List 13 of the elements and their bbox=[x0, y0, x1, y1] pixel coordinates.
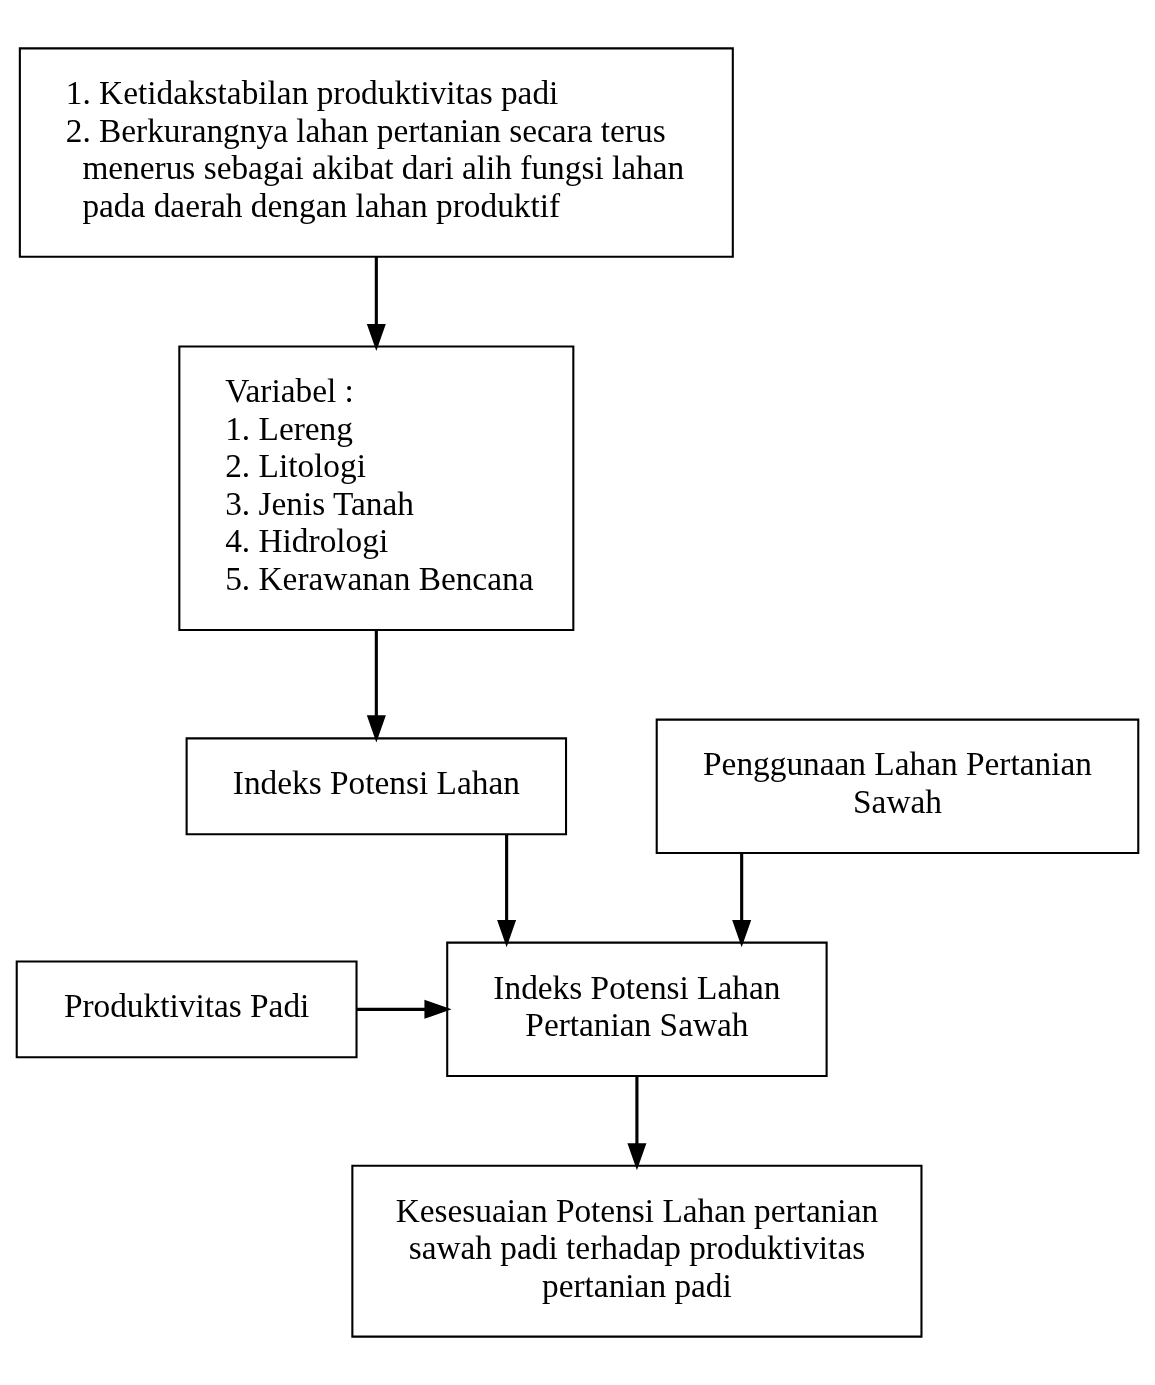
node-box: Kesesuaian Potensi Lahan pertanian sawah padi terhadap produktivitas pertanian padi bbox=[351, 1164, 923, 1338]
node-box: Produktivitas Padi bbox=[15, 960, 358, 1059]
arrow bbox=[366, 630, 386, 743]
arrow bbox=[356, 999, 452, 1019]
arrow bbox=[497, 834, 517, 948]
node-box: Indeks Potensi Lahan Pertanian Sawah bbox=[446, 941, 828, 1078]
node-box: 1. Ketidakstabilan produktivitas padi 2. Berkurangnya lahan pertanian secara terus menerus sebagai akibat dari alih fungsi lahan pada daerah dengan lahan produktif bbox=[18, 47, 734, 258]
node-box: Penggunaan Lahan Pertanian Sawah bbox=[655, 718, 1140, 855]
arrow bbox=[627, 1076, 647, 1171]
arrow bbox=[732, 853, 752, 948]
node-box: Variabel : 1. Lereng 2. Litologi 3. Jenis Tanah 4. Hidrologi 5. Kerawanan Bencana bbox=[178, 345, 575, 631]
node-box: Indeks Potensi Lahan bbox=[185, 737, 568, 836]
arrow bbox=[366, 256, 386, 352]
